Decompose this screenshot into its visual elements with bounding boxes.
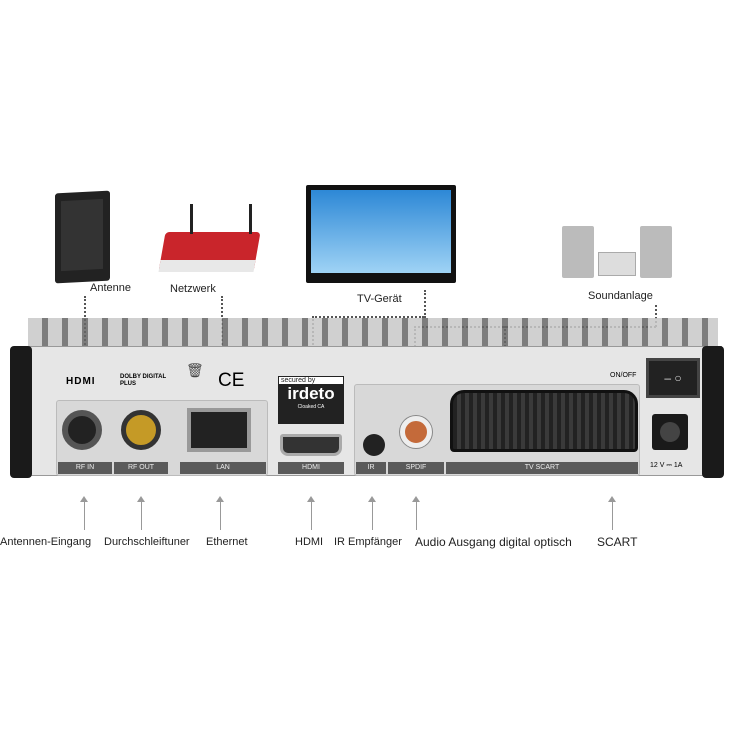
speaker-left <box>562 226 594 278</box>
tv-image <box>306 185 456 283</box>
callout-ir: IR Empfänger <box>334 536 402 548</box>
callout-antennen-eingang: Antennen-Eingang <box>0 536 92 548</box>
callout-spdif: Audio Ausgang digital optisch <box>415 535 572 549</box>
callout-hdmi: HDMI <box>295 536 324 548</box>
router-antennas <box>190 204 252 234</box>
device-label-network: Netzwerk <box>170 283 216 295</box>
connector-tv-line <box>312 316 424 318</box>
arrow-rf-out <box>137 496 145 530</box>
device-label-antenna: Antenne <box>90 282 131 294</box>
stereo-unit <box>598 252 636 276</box>
secured-by-text: secured by <box>279 377 343 384</box>
port-label-ir: IR <box>356 462 386 474</box>
port-label-rf-in: RF IN <box>58 462 112 474</box>
connector-sound <box>655 305 657 327</box>
callout-durchschleiftuner: Durchschleiftuner <box>104 536 190 548</box>
arrow-lan <box>216 496 224 530</box>
port-label-scart: TV SCART <box>446 462 638 474</box>
speaker-right <box>640 226 672 278</box>
rf-in-port[interactable] <box>62 410 102 450</box>
router-image <box>158 232 261 272</box>
scart-port[interactable] <box>450 390 638 452</box>
port-label-spdif: SPDIF <box>388 462 444 474</box>
spdif-port[interactable] <box>400 416 432 448</box>
device-label-tv: TV-Gerät <box>357 293 402 305</box>
callout-ethernet: Ethernet <box>206 536 248 548</box>
dc-power-jack[interactable] <box>652 414 688 450</box>
hdmi-port[interactable] <box>280 434 342 456</box>
port-label-rf-out: RF OUT <box>114 462 168 474</box>
arrow-spdif <box>412 496 420 530</box>
side-bracket-left <box>10 346 32 478</box>
receiver-top <box>28 318 718 348</box>
port-label-lan: LAN <box>180 462 266 474</box>
irdeto-text: irdeto <box>287 384 335 403</box>
on-off-label: ON/OFF <box>610 372 637 379</box>
port-label-hdmi: HDMI <box>278 462 344 474</box>
callout-scart: SCART <box>597 535 638 549</box>
antenna-image <box>55 190 110 284</box>
irdeto-badge: secured by irdeto Cloaked CA <box>278 376 344 424</box>
dolby-logo: DOLBY DIGITAL PLUS <box>120 374 167 387</box>
device-label-sound: Soundanlage <box>588 290 653 302</box>
power-rating: 12 V ⎓ 1A <box>650 462 683 469</box>
power-switch[interactable]: – ○ <box>646 358 700 398</box>
arrow-rf-in <box>80 496 88 530</box>
ce-mark: CE <box>218 370 245 391</box>
hdmi-logo: HDMI <box>66 376 96 387</box>
weee-icon: 🗑 <box>186 362 204 378</box>
arrow-scart <box>608 496 616 530</box>
irdeto-sub-text: Cloaked CA <box>297 404 325 410</box>
rf-out-port[interactable] <box>121 410 161 450</box>
side-bracket-right <box>702 346 724 478</box>
arrow-hdmi <box>307 496 315 530</box>
arrow-ir <box>368 496 376 530</box>
ir-port[interactable] <box>363 434 385 456</box>
lan-port[interactable] <box>187 408 251 452</box>
connector-tv <box>424 290 426 318</box>
